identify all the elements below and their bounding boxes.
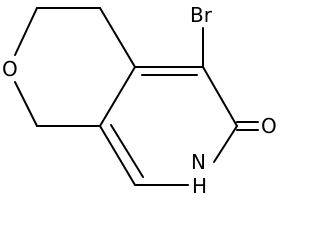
- ring-oxygen-label: O: [2, 57, 18, 81]
- nitrogen-hydrogen-label: H: [192, 174, 207, 198]
- bond-c7-o8: [14, 7, 38, 56]
- carbonyl-oxygen-label: O: [261, 114, 277, 138]
- molecule-structure-diagram: Br O O N H: [2, 3, 277, 198]
- bond-c1-c8a-inner: [110, 124, 144, 178]
- nitrogen-label: N: [191, 150, 206, 174]
- bromine-label: Br: [190, 3, 213, 27]
- bond-c3-n2: [213, 125, 238, 163]
- bond-c8a-c4a: [99, 66, 136, 127]
- bond-c1-c8a: [99, 125, 136, 186]
- bond-c4-c3: [202, 66, 238, 127]
- bond-c5-c6: [99, 7, 136, 68]
- bond-o8-c9: [14, 81, 38, 127]
